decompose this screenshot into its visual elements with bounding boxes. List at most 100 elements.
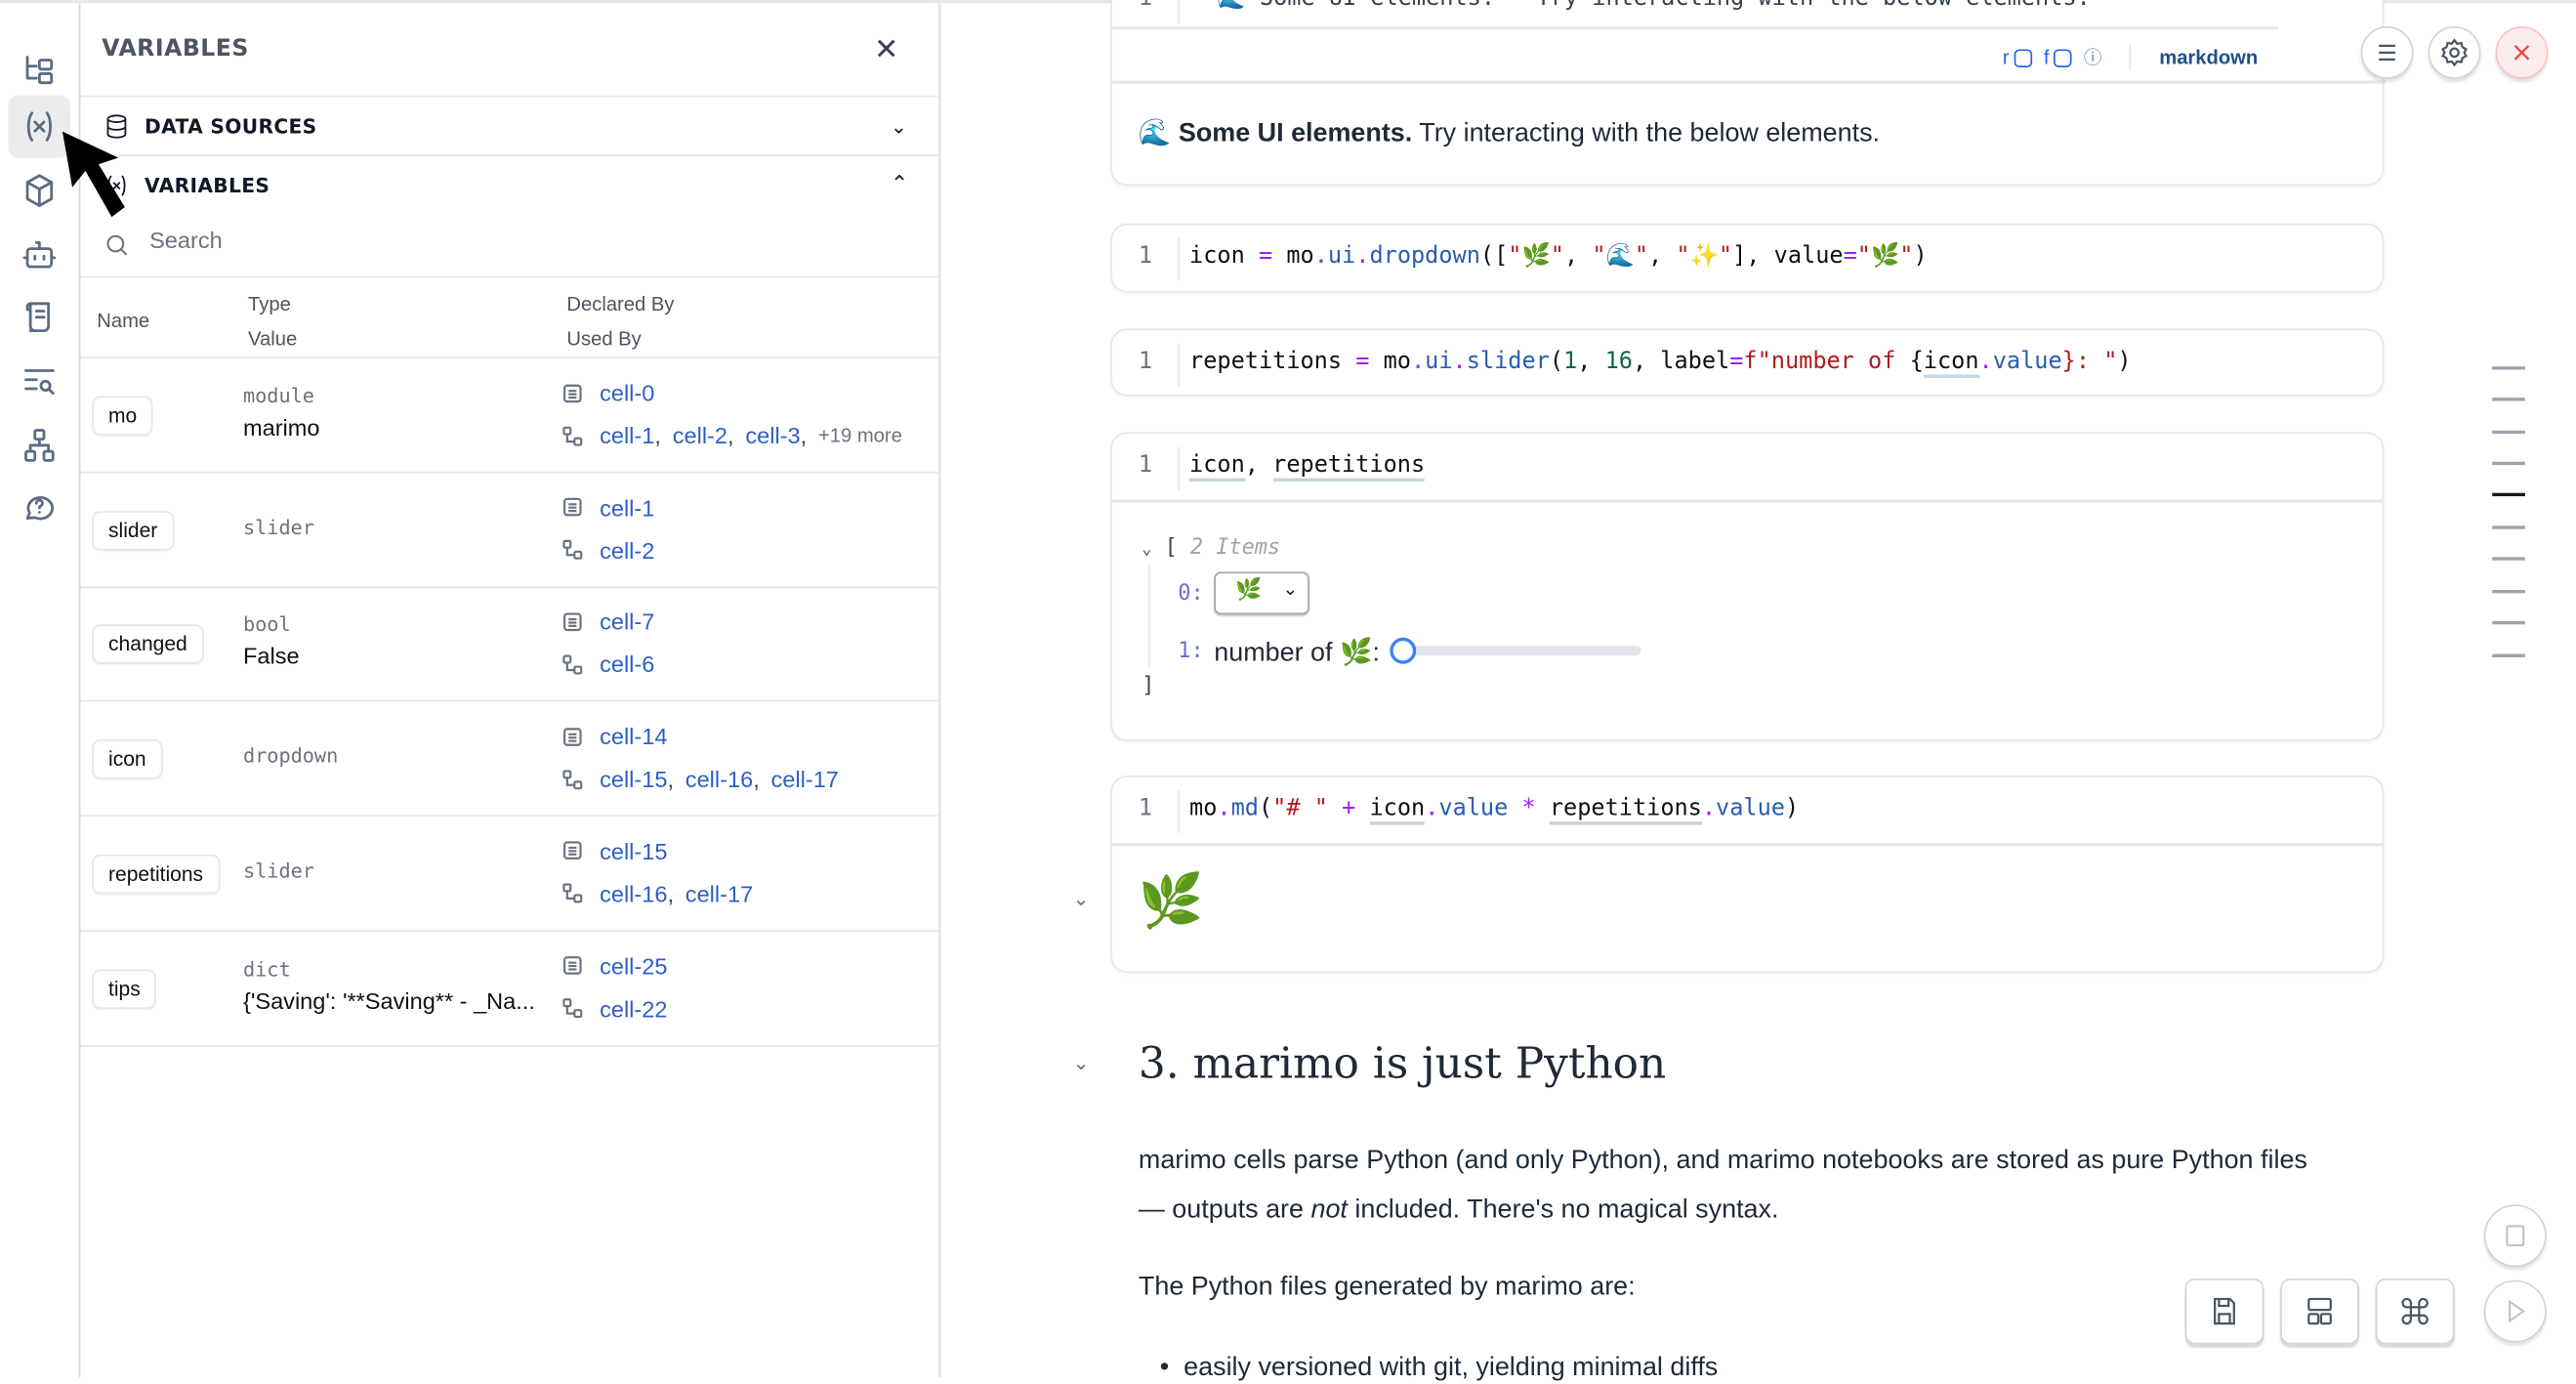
minimap-cell-marker[interactable] <box>2492 430 2525 435</box>
mouse-cursor-icon <box>62 131 125 218</box>
interrupt-button[interactable] <box>2483 1204 2547 1268</box>
cell-link[interactable]: cell-6 <box>600 650 655 678</box>
help-button[interactable] <box>8 477 70 539</box>
collapse-heading-chevron[interactable]: ⌄ <box>1072 1051 1090 1075</box>
packages-button[interactable] <box>8 159 70 222</box>
minimap-cell-marker[interactable] <box>2492 461 2525 466</box>
repetitions-slider-track[interactable] <box>1394 646 1641 656</box>
minimap-cell-marker[interactable] <box>2492 366 2525 370</box>
more-cells-link[interactable]: +19 more <box>817 424 902 447</box>
code-editor[interactable]: 1 **🌊 Some UI elements.** Try interactin… <box>1112 0 2382 48</box>
variable-name-chip[interactable]: slider <box>92 510 175 551</box>
code-token: mo <box>1189 795 1218 822</box>
declared-by: cell-14 <box>561 723 667 749</box>
minimap-cell-marker[interactable] <box>2492 557 2525 561</box>
cell-link[interactable]: cell-3 <box>745 422 801 449</box>
variable-name-chip[interactable]: tips <box>92 968 157 1009</box>
f-string-checkbox[interactable] <box>2054 48 2073 67</box>
data-sources-label: DATA SOURCES <box>145 113 317 138</box>
variable-type: slider <box>242 859 314 883</box>
logs-button[interactable] <box>8 286 70 349</box>
variable-name-chip[interactable]: icon <box>92 739 163 779</box>
search-input[interactable] <box>149 227 808 254</box>
cell-link[interactable]: cell-15 <box>600 837 668 864</box>
paragraph: marimo cells parse Python (and only Pyth… <box>1138 1147 2307 1175</box>
variable-name-chip[interactable]: mo <box>92 396 154 436</box>
column-declared-by[interactable]: Declared By <box>566 292 675 316</box>
column-name[interactable]: Name <box>97 309 150 332</box>
paragraph: The Python files generated by marimo are… <box>1138 1273 1636 1302</box>
cell-link[interactable]: cell-0 <box>600 379 655 406</box>
run-button[interactable] <box>2483 1279 2547 1343</box>
declared-cell-icon <box>563 498 582 517</box>
settings-button[interactable] <box>2428 25 2481 79</box>
text: included. There's no magical syntax. <box>1347 1195 1779 1225</box>
code-line: icon = mo.ui.dropdown(["🌿", "🌊", "✨"], v… <box>1189 243 1928 270</box>
repetitions-slider-thumb[interactable] <box>1390 637 1417 664</box>
variable-name-chip[interactable]: repetitions <box>92 854 220 894</box>
code-token: ui <box>1327 242 1356 270</box>
cell-link[interactable]: cell-16 <box>600 880 668 907</box>
cell-link[interactable]: cell-1 <box>600 493 655 521</box>
menu-button[interactable] <box>2360 25 2414 79</box>
variable-name-chip[interactable]: changed <box>92 624 204 665</box>
variables-section-toggle[interactable]: VARIABLES ⌃ <box>80 154 938 214</box>
cell-link[interactable]: cell-14 <box>600 723 668 750</box>
variables-section-label: VARIABLES <box>145 173 270 197</box>
cell-link[interactable]: cell-22 <box>600 994 668 1022</box>
collapse-toggle[interactable]: ⌄ <box>1142 540 1152 560</box>
column-used-by[interactable]: Used By <box>566 326 642 351</box>
cell-link[interactable]: cell-2 <box>672 422 728 449</box>
code-token: icon <box>1189 451 1245 482</box>
variable-type: slider <box>242 515 314 539</box>
cell-link[interactable]: cell-1 <box>600 422 655 449</box>
layout-button[interactable] <box>2280 1278 2359 1345</box>
variables-button[interactable] <box>8 95 71 158</box>
find-button[interactable] <box>8 350 70 412</box>
close-panel-button[interactable]: ✕ <box>874 33 898 67</box>
ai-assistant-button[interactable] <box>8 224 70 286</box>
raw-string-checkbox[interactable] <box>2014 48 2033 67</box>
minimap-cell-marker[interactable] <box>2492 620 2525 625</box>
dependency-graph-button[interactable] <box>8 414 70 477</box>
column-type[interactable]: Type <box>248 292 291 316</box>
variable-type: module <box>242 384 314 408</box>
declared-cell-icon <box>563 612 582 631</box>
cell-link[interactable]: cell-16 <box>685 766 754 793</box>
icon-dropdown[interactable]: 🌿⌄ <box>1214 571 1309 615</box>
file-tree-button[interactable] <box>8 39 70 102</box>
cell-link[interactable]: cell-25 <box>600 951 668 979</box>
declared-cell-icon <box>563 841 582 860</box>
cell-link[interactable]: cell-2 <box>600 536 655 564</box>
item-index: 0: <box>1178 581 1204 607</box>
variable-row: tips dict{'Saving': '**Saving** - _Na...… <box>80 931 938 1046</box>
cell-link[interactable]: cell-15 <box>600 766 668 793</box>
language-selector[interactable]: markdown <box>2159 46 2259 69</box>
minimap-cell-marker[interactable] <box>2492 525 2525 529</box>
code-line: repetitions = mo.ui.slider(1, 16, label=… <box>1189 348 2132 378</box>
code-token: ( <box>1258 795 1273 822</box>
code-token: mo <box>1286 242 1314 270</box>
minimap-cell-marker[interactable] <box>2492 492 2525 497</box>
close-icon <box>2514 45 2530 61</box>
declared-cell-icon <box>563 956 582 975</box>
minimap-cell-marker[interactable] <box>2492 653 2525 657</box>
used-by-icon <box>562 654 583 675</box>
info-icon[interactable]: ⓘ <box>2083 49 2102 69</box>
collapse-output-chevron[interactable]: ⌄ <box>1072 887 1090 911</box>
column-value[interactable]: Value <box>248 326 298 351</box>
data-sources-section-toggle[interactable]: DATA SOURCES ⌄ <box>80 95 938 155</box>
cell-link[interactable]: cell-7 <box>600 608 655 636</box>
minimap-cell-marker[interactable] <box>2492 589 2525 594</box>
command-palette-button[interactable] <box>2375 1278 2455 1345</box>
cell-link[interactable]: cell-17 <box>685 880 754 907</box>
cell-link[interactable]: cell-17 <box>770 766 839 793</box>
save-button[interactable] <box>2184 1278 2264 1345</box>
shutdown-button[interactable] <box>2495 25 2549 79</box>
minimap-cell-marker[interactable] <box>2492 398 2525 401</box>
